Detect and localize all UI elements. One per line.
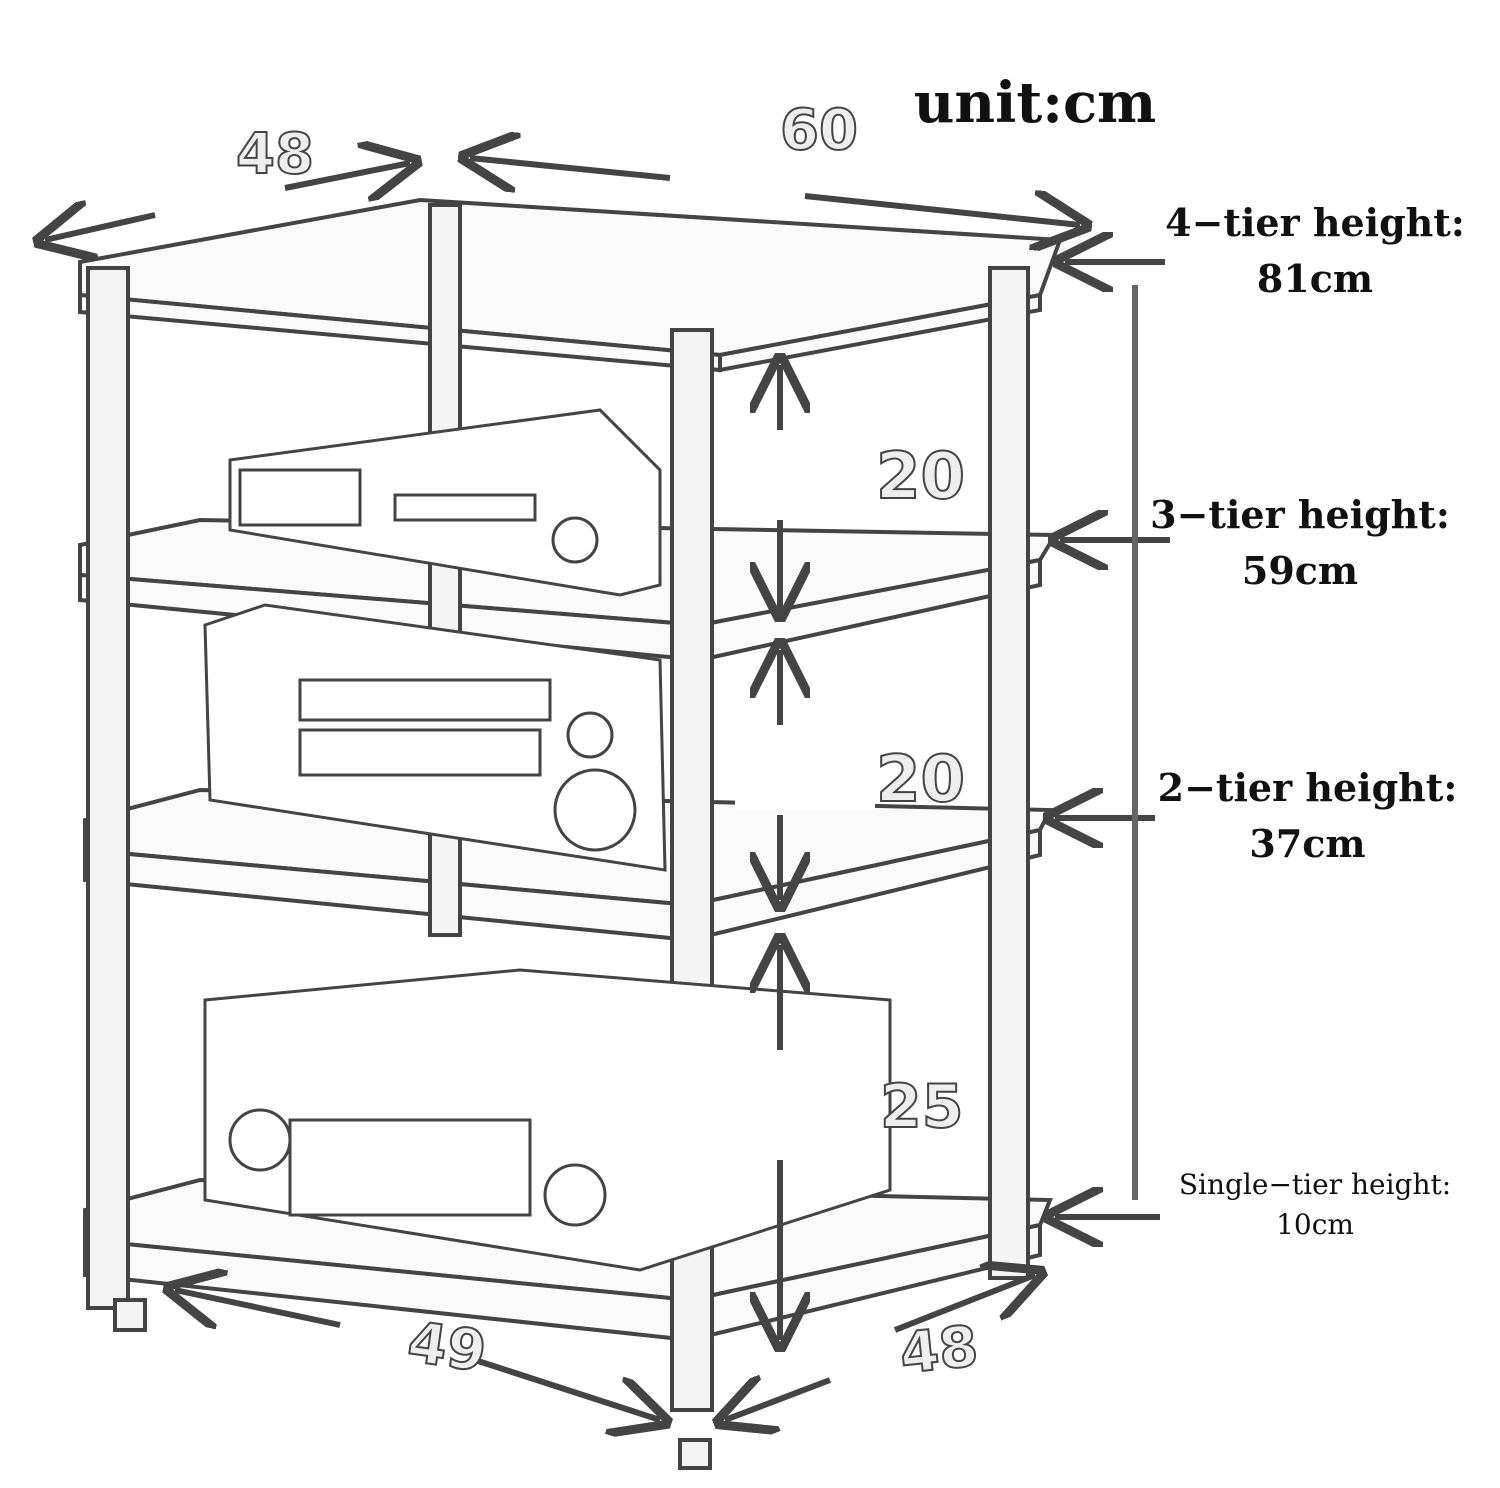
top-depth-label: 48 [235,121,315,188]
gap-top-label: 20 [875,439,966,515]
tier-2-height-label: 2−tier height: [1157,765,1458,810]
tier-3-height-value: 59cm [1241,548,1359,593]
bottom-depth-label: 48 [896,1313,982,1388]
tier-4-height: 4−tier height: 81cm [1150,195,1480,307]
bottom-width-label: 49 [403,1309,491,1386]
tier-3-height: 3−tier height: 59cm [1140,487,1460,599]
tier-1-height-label: Single−tier height: [1178,1168,1452,1201]
gap-bottom-label: 25 [879,1071,964,1143]
unit-title: unit:cm [913,70,1157,136]
device-amplifier [203,603,667,872]
gap-middle-label: 20 [875,742,966,818]
tier-2-height-value: 37cm [1249,821,1366,866]
device-av-receiver [203,968,892,1272]
tier-1-height: Single−tier height: 10cm [1150,1165,1480,1245]
top-width-label: 60 [779,97,859,164]
shelf-top [78,197,1063,373]
tier-4-height-label: 4−tier height: [1165,200,1465,245]
tier-2-height: 2−tier height: 37cm [1145,760,1470,872]
tier-1-height-value: 10cm [1276,1208,1354,1241]
label-masks [730,430,875,1150]
tier-4-height-value: 81cm [1256,256,1374,301]
tier-3-height-label: 3−tier height: [1150,492,1450,537]
rack-posts [86,203,1030,1470]
device-cd-player [228,408,662,597]
dimension-arrows [45,158,1170,1420]
